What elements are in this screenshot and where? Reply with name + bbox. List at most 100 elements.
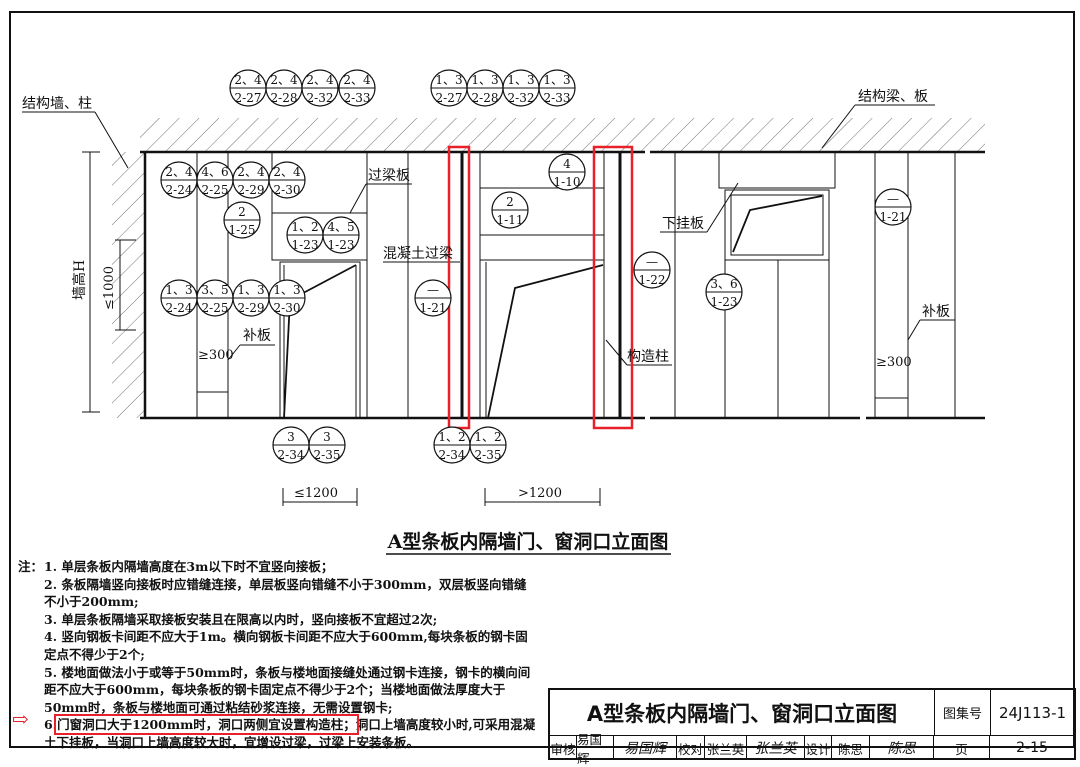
detail-callout: 3、52-25 <box>196 279 234 317</box>
callout-top: — <box>887 192 899 206</box>
callout-top: 3 <box>323 430 331 444</box>
callout-bottom: 2-25 <box>202 301 229 315</box>
callout-bottom: 1-25 <box>229 223 256 237</box>
detail-callout: 1、22-34 <box>433 426 471 464</box>
detail-callout: 3 2-35 <box>308 426 346 464</box>
callout-top: 2、4 <box>343 73 371 87</box>
detail-callout: 1、32-33 <box>538 69 576 107</box>
note-item: 2. 条板隔墙竖向接板时应错缝连接，单层板竖向错缝不小于300mm，双层板竖向错… <box>44 576 527 610</box>
callout-bottom: 2-28 <box>271 91 298 105</box>
callout-bottom: 2-35 <box>475 448 502 462</box>
callout-top: 1、3 <box>165 283 192 297</box>
callout-top: 1、2 <box>474 430 501 444</box>
callout-top: 1、3 <box>435 73 462 87</box>
note-item: 5. 楼地面做法小于或等于50mm时，条板与楼地面接缝处通过钢卡连接，钢卡的横向… <box>44 664 531 715</box>
callout-bottom: 1-10 <box>554 175 581 189</box>
title-block-title: A型条板内隔墙门、窗洞口立面图 <box>550 690 935 735</box>
designer: 陈思 <box>832 736 870 760</box>
callout-bottom: 2-33 <box>344 91 371 105</box>
checker-signature: 张兰英 <box>747 736 805 760</box>
callout-top: 3 <box>287 430 295 444</box>
callout-top: 4、6 <box>201 165 228 179</box>
detail-callout: 3 2-34 <box>272 426 310 464</box>
page-number: 2-15 <box>1016 740 1048 756</box>
detail-callout: — 1-21 <box>414 279 452 317</box>
reviewer-signature: 易国辉 <box>614 736 677 760</box>
detail-callout: 1、3 2-29 <box>232 279 270 317</box>
notes: 注：1. 单层条板内隔墙高度在3m以下时不宜竖向接板； 2. 条板隔墙竖向接板时… <box>18 558 538 752</box>
callout-bottom: 1-21 <box>420 301 447 315</box>
callout-top: 2、4 <box>165 165 193 179</box>
callout-bottom: 1-23 <box>711 295 738 309</box>
callout-bottom: 1-21 <box>880 210 907 224</box>
callout-bottom: 2-24 <box>166 183 193 197</box>
callout-top: 1、3 <box>471 73 498 87</box>
detail-callout: 3、61-23 <box>705 273 743 311</box>
callout-top: 2、4 <box>273 165 301 179</box>
dim-max-1000: ≤1000 <box>102 266 117 310</box>
check-label: 校对 <box>677 736 705 760</box>
page-label: 页 <box>934 736 990 760</box>
label-structural-beam: 结构梁、板 <box>858 89 928 105</box>
label-structural-wall: 结构墙、柱 <box>22 96 92 112</box>
callout-bottom: 1-22 <box>639 273 666 287</box>
detail-callout: 1、3 2-32 <box>502 69 540 107</box>
review-label: 审核 <box>550 736 577 760</box>
dim-over-1200: >1200 <box>518 486 562 501</box>
callout-bottom: 2-25 <box>202 183 229 197</box>
detail-callout: 1、3 2-28 <box>466 69 504 107</box>
drawing-title: A型条板内隔墙门、窗洞口立面图 <box>387 530 669 553</box>
wall-hatch <box>112 152 144 418</box>
designer-signature: 陈思 <box>870 736 934 760</box>
callout-bottom: 1-23 <box>292 238 319 252</box>
callout-bottom: 2-27 <box>235 91 262 105</box>
notes-prefix: 注： <box>18 559 44 574</box>
callout-top: 2 <box>238 205 246 219</box>
column-highlight-left <box>447 145 471 430</box>
callout-top: — <box>646 255 658 269</box>
note-6-number: 6. <box>44 717 58 733</box>
callout-top: 1、3 <box>273 283 300 297</box>
detail-callout: 4、51-23 <box>322 216 360 254</box>
detail-callout: 2 1-11 <box>491 191 529 229</box>
label-lintel-board: 过梁板 <box>368 168 410 184</box>
detail-callout: 1、21-23 <box>286 216 324 254</box>
detail-callout: 2、42-30 <box>268 161 306 199</box>
callout-top: 2 <box>506 195 514 209</box>
callout-bottom: 1-11 <box>497 213 524 227</box>
note-item: 1. 单层条板内隔墙高度在3m以下时不宜竖向接板； <box>44 559 334 574</box>
detail-callout: 4、6 2-25 <box>196 161 234 199</box>
ceiling-hatch <box>140 118 985 152</box>
detail-callout: 2、42-29 <box>232 161 270 199</box>
note-6-rest: 洞口上墙高度较小时,可采用混凝土下挂板，当洞口上墙高度较大时，宜增设过梁，过梁上… <box>44 717 536 750</box>
callout-bottom: 2-34 <box>278 448 305 462</box>
callout-bottom: 2-34 <box>439 448 466 462</box>
label-filler-board-left: 补板 <box>243 328 271 344</box>
red-arrow-icon: ⇨ <box>12 707 29 731</box>
note-item: 4. 竖向钢板卡间距不应大于1m。横向钢板卡间距不应大于600mm,每块条板的钢… <box>44 629 528 662</box>
label-filler-board-right: 补板 <box>922 304 950 320</box>
note-item-6: 6.门窗洞口大于1200mm时，洞口两侧宜设置构造柱；洞口上墙高度较小时,可采用… <box>44 714 538 751</box>
dim-wall-height: 墙高H <box>71 260 88 300</box>
callout-top: 1、3 <box>507 73 534 87</box>
callout-bottom: 2-32 <box>508 91 535 105</box>
detail-callout: 2、4 2-33 <box>338 69 376 107</box>
callout-top: — <box>427 283 439 297</box>
callout-bottom: 2-29 <box>238 301 265 315</box>
dim-min-300-right: ≥300 <box>876 355 912 370</box>
callout-bottom: 2-35 <box>314 448 341 462</box>
callout-bottom: 2-28 <box>472 91 499 105</box>
dim-min-300-left: ≥300 <box>198 348 234 363</box>
design-label: 设计 <box>805 736 832 760</box>
sheet-border <box>9 11 1075 748</box>
callout-bottom: 2-24 <box>166 301 193 315</box>
callout-top: 2、4 <box>270 73 298 87</box>
detail-callout: 1、2 2-35 <box>469 426 507 464</box>
detail-callout: — 1-21 <box>874 188 912 226</box>
callout-bottom: 2-30 <box>274 301 301 315</box>
detail-callout: 41-10 <box>548 153 586 191</box>
detail-callout: — 1-22 <box>633 251 671 289</box>
callout-top: 1、3 <box>237 283 264 297</box>
callout-bottom: 1-23 <box>328 238 355 252</box>
